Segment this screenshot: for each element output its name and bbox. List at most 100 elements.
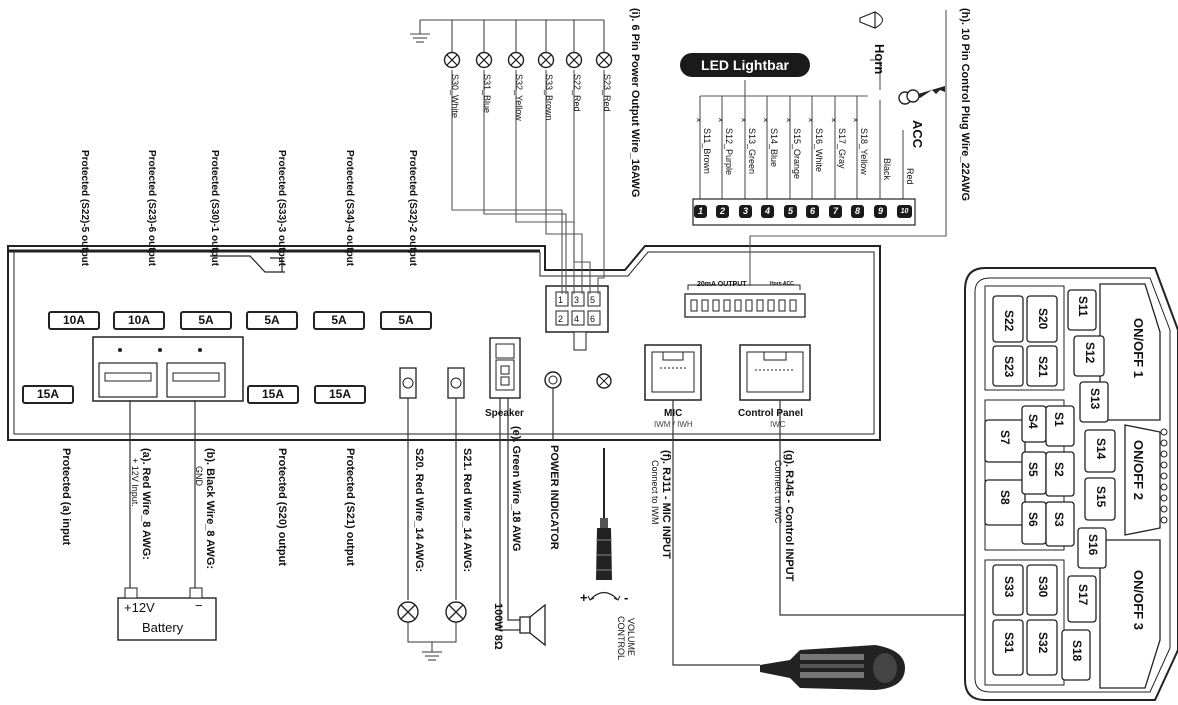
protected-s30-output-label: Protected (S30)-1 output — [209, 150, 220, 267]
led-lightbar-label: LED Lightbar — [680, 53, 810, 77]
fuse-top-2: 10A — [113, 311, 165, 330]
wire-s32-label: S32_Yellow — [514, 74, 524, 121]
speaker-spec-label: 100W 8Ω — [492, 603, 504, 650]
wire-s33-label: S33_Brown — [544, 74, 554, 121]
power-pin-3: 3 — [574, 295, 580, 305]
red-wire-label: (a). Red Wire_8 AWG: — [140, 448, 152, 560]
mic-sub: IWM / IWH — [654, 420, 693, 429]
plug-pin-3: 3 — [739, 205, 752, 218]
power-pin-5: 5 — [590, 295, 596, 305]
red-wire-sub: + 12V Input. — [130, 458, 140, 507]
controller-box — [7, 245, 881, 441]
panel-button-s6: S6 — [1026, 512, 1040, 527]
rj45-label: (g). RJ45 - Control INPUT — [783, 450, 795, 582]
svg-text:×: × — [696, 115, 701, 125]
horn-label: Horn — [872, 44, 887, 75]
fuse-top-4: 5A — [246, 311, 298, 330]
control-plug-title: (h). 10 Pin Control Plug Wire_22AWG — [959, 8, 971, 202]
protected-s21-output-label: Protected (S21) output — [344, 448, 356, 566]
control-panel-label: Control Panel — [738, 408, 804, 419]
panel-button-s5: S5 — [1026, 462, 1040, 477]
plug-pin-7: 7 — [829, 205, 842, 218]
six-pin-power-connector — [545, 285, 609, 351]
wire-s14-label: S14_Blue — [769, 128, 779, 168]
wire-black-label: Black — [882, 158, 892, 181]
wire-s15-label: S15_Orange — [792, 128, 802, 180]
speaker-connector — [489, 337, 521, 399]
battery — [117, 587, 217, 641]
protected-s23-output-label: Protected (S23)-6 output — [146, 150, 157, 267]
rj45-sub: Connect to IWC — [773, 460, 783, 524]
plug-pin-8: 8 — [851, 205, 864, 218]
fuse-top-3: 5A — [180, 311, 232, 330]
panel-button-s3: S3 — [1052, 512, 1066, 527]
volume-knob — [596, 373, 612, 389]
black-wire-label: (b). Black Wire_8 AWG: — [204, 448, 216, 570]
svg-text:×: × — [741, 115, 746, 125]
panel-button-s23: S23 — [1002, 356, 1016, 378]
panel-button-s18: S18 — [1070, 640, 1084, 662]
wire-s13-label: S13_Green — [747, 128, 757, 175]
panel-button-s22: S22 — [1002, 310, 1016, 332]
black-wire-sub: GND — [194, 466, 204, 486]
s21-wire-label: S21. Red Wire_14 AWG: — [461, 448, 473, 573]
rj45-port — [739, 344, 811, 401]
power-pin-2: 2 — [558, 314, 564, 324]
panel-button-s2: S2 — [1052, 462, 1066, 477]
acc-label: ACC — [910, 120, 925, 149]
svg-text:×: × — [786, 115, 791, 125]
volume-label: VOLUME — [626, 618, 636, 657]
panel-button-s15: S15 — [1094, 486, 1108, 508]
mic-label: MIC — [664, 408, 683, 419]
panel-button-s11: S11 — [1076, 296, 1090, 317]
panel-button-s30: S30 — [1036, 576, 1050, 598]
protected-a-input-label: Protected (a) input — [60, 448, 72, 546]
power-indicator-led — [544, 371, 562, 389]
output-header-extra: Horn ACC — [770, 281, 794, 287]
power-pin-6: 6 — [590, 314, 596, 324]
key-icon — [898, 86, 945, 105]
battery-terminal-block — [92, 336, 244, 402]
battery-minus-label: − — [195, 598, 203, 613]
speaker-label: Speaker — [485, 408, 524, 419]
fuse-top-5: 5A — [313, 311, 365, 330]
protected-s20-output-label: Protected (S20) output — [276, 448, 288, 566]
control-label: CONTROL — [616, 616, 626, 661]
panel-button-s32: S32 — [1036, 632, 1050, 654]
svg-text:×: × — [831, 115, 836, 125]
fuse-s21: 15A — [314, 385, 366, 404]
protected-s32-output-label: Protected (S32)-2 output — [407, 150, 418, 267]
wire-s30-label: S30_White — [450, 74, 460, 119]
speaker-icon — [519, 603, 546, 647]
panel-button-s12: S12 — [1083, 342, 1097, 364]
wire-s23-label: S23_Red — [602, 74, 612, 112]
power-output-lamps — [443, 51, 613, 69]
s20-wire-label: S20. Red Wire_14 AWG: — [413, 448, 425, 573]
fuse-input: 15A — [22, 385, 74, 404]
wire-s12-label: S12_Purple — [724, 128, 734, 176]
svg-text:×: × — [808, 115, 813, 125]
power-pin-1: 1 — [558, 295, 564, 305]
panel-button-s20: S20 — [1036, 308, 1050, 330]
protected-s22-output-label: Protected (S22)-5 output — [79, 150, 90, 267]
plug-pin-2: 2 — [716, 205, 729, 218]
panel-button-s17: S17 — [1076, 584, 1090, 606]
panel-button-s16: S16 — [1086, 534, 1100, 556]
panel-button-s7: S7 — [998, 430, 1012, 445]
power-output-title: (i). 6 Pin Power Output Wire_16AWG — [629, 8, 641, 198]
rj11-port — [644, 344, 702, 401]
control-panel-sub: IWC — [770, 420, 786, 429]
control-panel-housing — [964, 267, 1178, 701]
plug-pin-6: 6 — [806, 205, 819, 218]
s20-s21-switches — [399, 367, 465, 399]
power-pin-4: 4 — [574, 314, 580, 324]
onoff-1-label: ON/OFF 1 — [1131, 318, 1146, 378]
fuse-top-6: 5A — [380, 311, 432, 330]
protected-s34-output-label: Protected (S34)-4 output — [344, 150, 355, 267]
panel-button-s13: S13 — [1088, 388, 1102, 410]
output-header: 20mA OUTPUT — [697, 281, 747, 288]
panel-button-s1: S1 — [1052, 412, 1066, 427]
panel-button-s4: S4 — [1026, 414, 1040, 429]
panel-button-s31: S31 — [1002, 632, 1016, 654]
